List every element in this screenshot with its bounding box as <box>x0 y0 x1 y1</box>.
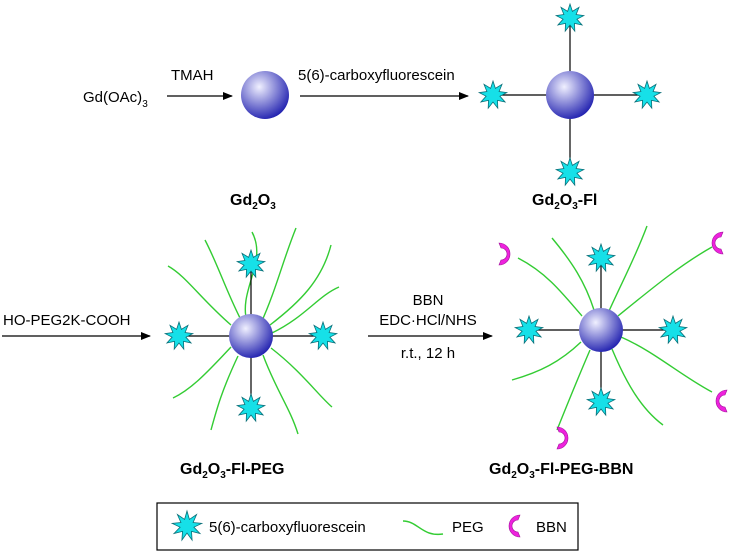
fluorescein-star-icon <box>235 248 267 279</box>
fluorescein-star-icon <box>307 320 339 351</box>
fluorescein-star-icon <box>554 2 586 33</box>
bbn-crescent <box>715 389 728 413</box>
bbn-ligand <box>498 242 511 266</box>
bbn-icon <box>508 514 521 538</box>
fluorescein-star-icon <box>554 156 586 187</box>
peg-chain <box>270 347 333 408</box>
legend-box <box>156 502 579 551</box>
peg-chain <box>262 354 299 435</box>
product-4-label: Gd2O3-Fl-PEG-BBN <box>489 461 633 481</box>
fluorescein-icon <box>170 509 204 542</box>
peg-chain <box>167 265 232 326</box>
arrow-1-label: TMAH <box>171 67 214 84</box>
peg-chain <box>620 336 713 393</box>
gd2o3-nanoparticle <box>241 71 289 119</box>
arrow-2-label: 5(6)-carboxyfluorescein <box>298 67 455 84</box>
bbn-ligand <box>711 231 724 255</box>
arrow-4-conditions: r.t., 12 h <box>401 345 455 362</box>
fluorescein-star-icon <box>585 386 617 417</box>
bbn-crescent <box>508 514 521 538</box>
bbn-ligand <box>508 514 521 538</box>
arrow-4-coupling: EDC·HCl/NHS <box>379 312 477 329</box>
nanoparticle-core <box>546 71 594 119</box>
bbn-ligand <box>556 426 569 450</box>
fluorescein-star-icon <box>513 314 545 345</box>
legend-peg-label: PEG <box>452 519 484 536</box>
gd2o3-fl-structure <box>477 2 663 187</box>
gd2o3-fl-peg-structure <box>163 227 340 435</box>
fluorescein-star-icon <box>170 509 204 542</box>
peg-chain <box>260 227 297 324</box>
peg-chain <box>617 246 713 317</box>
reagent-gd-oac: Gd(OAc)3 <box>83 89 148 110</box>
product-3-label: Gd2O3-Fl-PEG <box>180 461 284 481</box>
legend-fluorescein-label: 5(6)-carboxyfluorescein <box>209 519 366 536</box>
bbn-crescent <box>711 231 724 255</box>
fluorescein-star-icon <box>657 314 689 345</box>
fluorescein-star-icon <box>163 320 195 351</box>
peg-chain <box>172 346 232 399</box>
peg-chain <box>611 348 664 426</box>
peg-chain <box>210 355 239 431</box>
fluorescein-star-icon <box>235 392 267 423</box>
peg-chain <box>608 225 648 312</box>
peg-chain <box>517 257 583 317</box>
peg-chain <box>551 237 595 311</box>
nanoparticle-core <box>229 314 273 358</box>
arrow-4-reagent: BBN <box>413 292 444 309</box>
peg-chain <box>269 244 332 326</box>
peg-chain <box>244 231 258 323</box>
peg-chain <box>271 286 340 334</box>
product-1-label: Gd2O3 <box>230 192 276 212</box>
fluorescein-star-icon <box>477 79 509 110</box>
bbn-crescent <box>556 426 569 450</box>
peg-chain <box>556 349 591 431</box>
bbn-ligand <box>715 389 728 413</box>
fluorescein-star-icon <box>585 242 617 273</box>
nanoparticle-core <box>579 308 623 352</box>
peg-chain <box>511 341 582 381</box>
arrow-3-label: HO-PEG2K-COOH <box>3 312 131 329</box>
legend-bbn-label: BBN <box>536 519 567 536</box>
product-2-label: Gd2O3-Fl <box>532 192 597 212</box>
gd2o3-fl-peg-bbn-structure <box>498 225 728 450</box>
fluorescein-star-icon <box>631 79 663 110</box>
peg-chain <box>204 239 241 319</box>
peg-icon <box>402 520 444 536</box>
bbn-crescent <box>498 242 511 266</box>
